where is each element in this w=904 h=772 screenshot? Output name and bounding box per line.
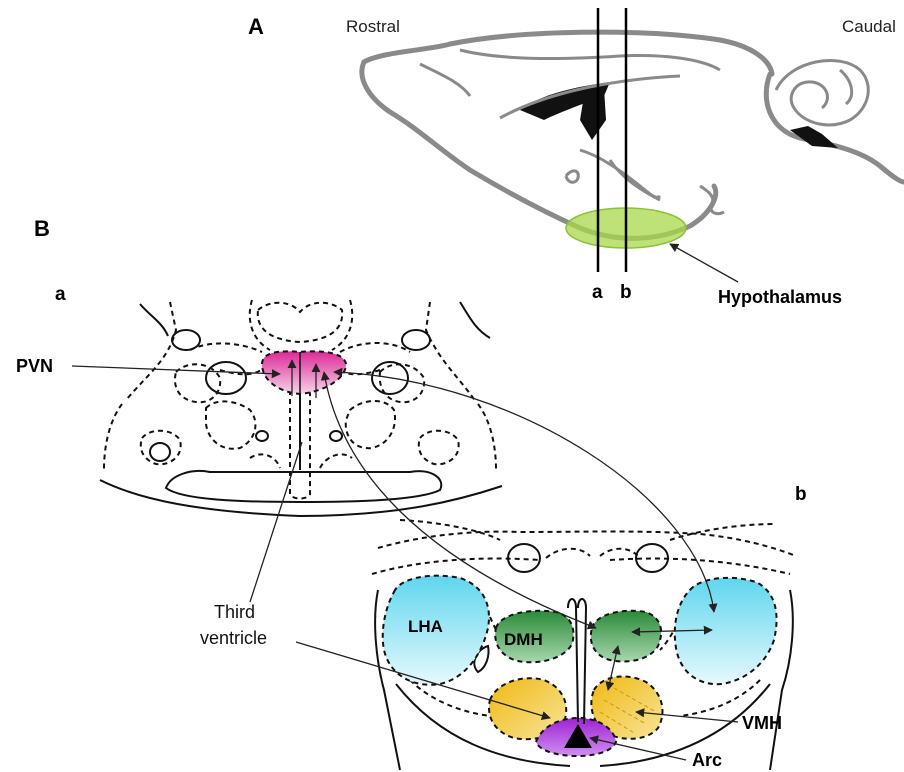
third-ventricle-label-line2: ventricle	[200, 628, 267, 648]
caudal-label: Caudal	[842, 17, 896, 36]
section-b-label: b	[795, 484, 807, 505]
third-ventricle-label-line1: Third	[214, 602, 255, 622]
pvn-label: PVN	[16, 356, 53, 376]
section-line-a-label: a	[592, 282, 603, 303]
dmh-label: DMH	[504, 630, 543, 649]
arc-label: Arc	[692, 750, 722, 770]
vmh-label: VMH	[742, 713, 782, 733]
section-a-label: a	[55, 284, 66, 305]
sagittal-brain: Rostral Caudal a b Hypothalamus	[346, 8, 904, 307]
hypothalamus-label: Hypothalamus	[718, 287, 842, 307]
section-line-b-label: b	[620, 282, 632, 303]
lha-label: LHA	[408, 617, 443, 636]
panel-label-a: A	[248, 14, 264, 39]
coronal-section-a: a	[55, 284, 502, 516]
pvn-nucleus	[262, 351, 346, 394]
rostral-label: Rostral	[346, 17, 400, 36]
panel-label-b: B	[34, 216, 50, 241]
